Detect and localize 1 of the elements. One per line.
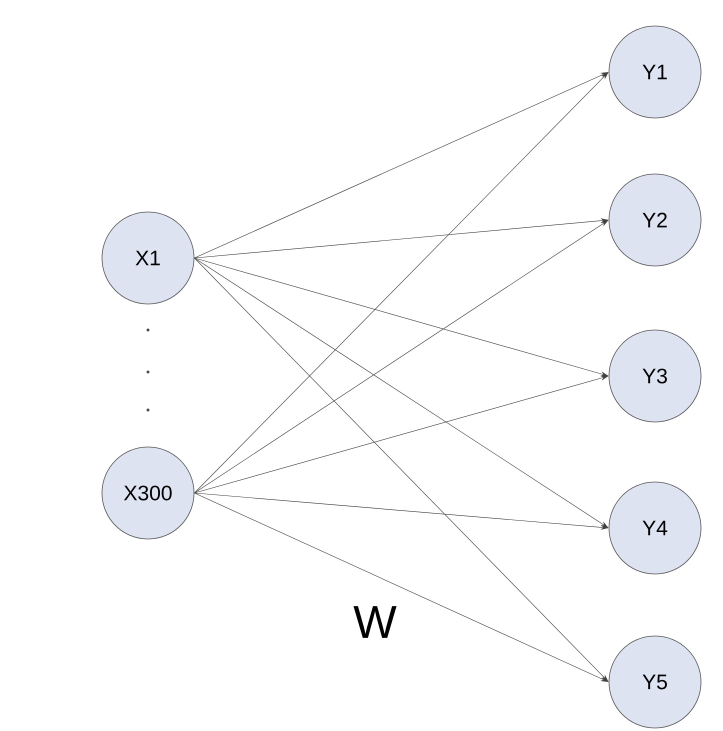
weight-label: W <box>354 606 397 638</box>
